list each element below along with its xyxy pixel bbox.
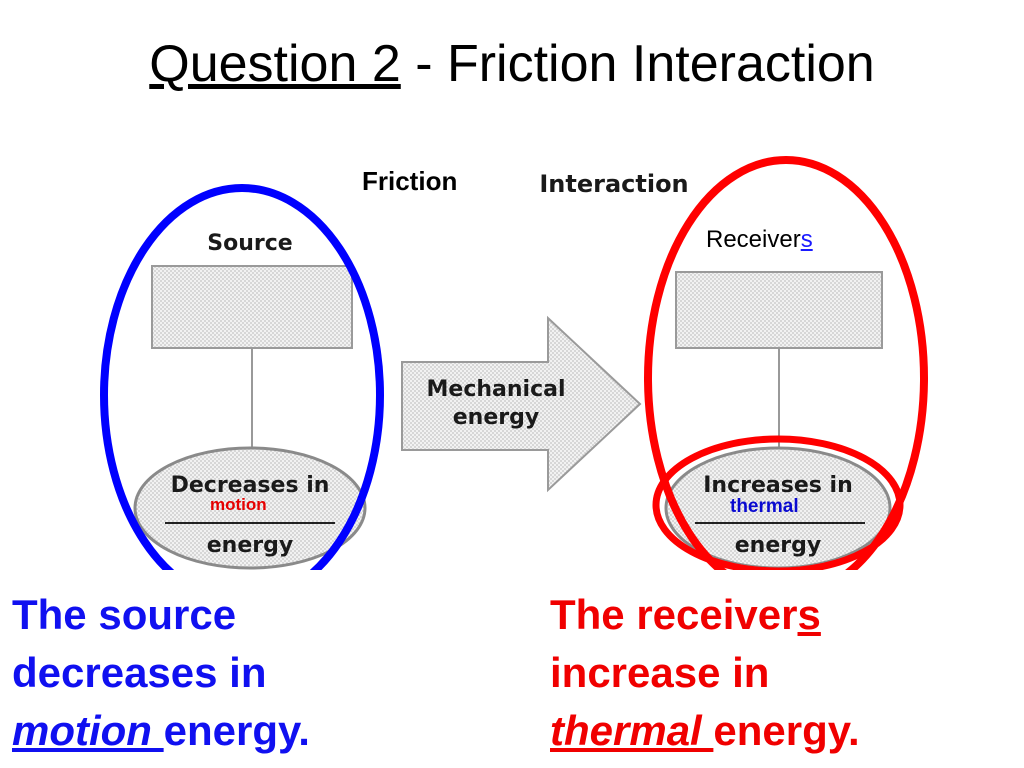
receiver-caption-emphasis: thermal — [550, 707, 714, 754]
source-highlight-circle — [100, 184, 384, 570]
receiver-highlight-circle — [644, 156, 928, 570]
title-rest: - Friction Interaction — [400, 35, 875, 93]
source-oval-top-text: Decreases in — [171, 473, 330, 498]
source-oval-word: motion — [210, 495, 267, 514]
source-caption-end: energy. — [163, 707, 310, 754]
arrow-text-line2: energy — [453, 405, 539, 430]
receiver-box — [675, 271, 883, 349]
receiver-oval-word: thermal — [730, 496, 799, 517]
receiver-caption-line1: The receivers — [550, 586, 1020, 644]
source-oval-bottom-text: energy — [207, 533, 293, 558]
receiver-caption-end: energy. — [713, 707, 860, 754]
receiver-caption-line2: increase in — [550, 649, 770, 696]
slide-title: Question 2 - Friction Interaction — [0, 34, 1024, 94]
receivers-label-main: Receiver — [706, 226, 801, 253]
receiver-caption-line3: thermal energy. — [550, 702, 1020, 760]
receiver-caption-line1-main: The receiver — [550, 591, 798, 638]
arrow-text-line1: Mechanical — [427, 377, 566, 402]
receiver-oval-bottom-text: energy — [735, 533, 821, 558]
receivers-label: Receivers — [706, 226, 813, 254]
interaction-label: Interaction — [539, 170, 688, 198]
source-caption: The source decreases in motion energy. — [12, 586, 432, 760]
source-caption-line2: decreases in — [12, 649, 267, 696]
receiver-caption: The receivers increase in thermal energy… — [550, 586, 1020, 760]
title-question-number: Question 2 — [149, 35, 401, 93]
source-energy-oval — [133, 446, 367, 570]
source-caption-line3: motion energy. — [12, 702, 432, 760]
source-label: Source — [207, 231, 292, 256]
source-caption-emphasis: motion — [12, 707, 164, 754]
mechanical-energy-arrow — [401, 315, 642, 493]
receivers-label-s: s — [800, 226, 813, 253]
source-caption-line1: The source — [12, 591, 237, 638]
friction-label: Friction — [362, 166, 458, 196]
receiver-oval-top-text: Increases in — [703, 473, 852, 498]
source-box — [151, 265, 353, 349]
receiver-caption-line1-s: s — [797, 591, 821, 638]
